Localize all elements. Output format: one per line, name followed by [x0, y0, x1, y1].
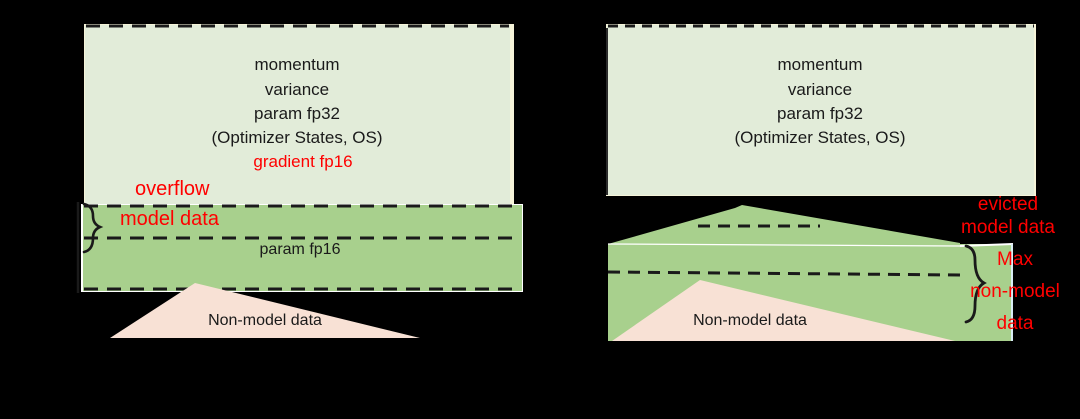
model-data-band — [82, 205, 522, 291]
non-model-data-label: Non-model data — [208, 312, 322, 329]
right-panel: momentum variance param fp32 (Optimizer … — [560, 0, 1080, 419]
band-top-thin-edge — [607, 243, 961, 247]
non-model-data-label-right: Non-model data — [693, 312, 807, 329]
optimizer-line-os: (Optimizer States, OS) — [211, 128, 383, 147]
optimizer-line-variance-right: variance — [787, 80, 853, 99]
gradient-fp16-label: gradient fp16 — [253, 152, 353, 171]
right-panel-graphics — [606, 24, 1036, 341]
optimizer-line-variance: variance — [264, 80, 330, 99]
max-non-model-label-line3: data — [996, 313, 1034, 334]
model-data-label: model data — [120, 208, 219, 230]
optimizer-line-os-right: (Optimizer States, OS) — [734, 128, 906, 147]
optimizer-states-box-right — [607, 25, 1034, 195]
evicted-label-line2: model data — [960, 217, 1056, 238]
optimizer-line-momentum: momentum — [254, 55, 340, 74]
left-panel: momentum variance param fp32 (Optimizer … — [76, 24, 523, 338]
optimizer-line-param-fp32-right: param fp32 — [777, 104, 863, 123]
model-data-brace — [82, 202, 104, 254]
evicted-label-line1: evicted — [977, 194, 1039, 215]
left-panel-graphics — [76, 24, 523, 338]
optimizer-states-box — [85, 25, 510, 207]
max-non-model-side-band — [965, 244, 1013, 341]
overflow-label: overflow — [135, 178, 210, 200]
param-fp16-label: param fp16 — [259, 241, 341, 258]
max-non-model-brace — [964, 244, 987, 324]
max-non-model-label-line1: Max — [997, 249, 1033, 270]
max-non-model-label-line2: non-model — [970, 281, 1060, 302]
optimizer-line-momentum-right: momentum — [777, 55, 863, 74]
optimizer-line-param-fp32: param fp32 — [254, 104, 340, 123]
non-model-data-triangle — [110, 283, 420, 338]
non-model-data-triangle-right — [612, 280, 955, 341]
